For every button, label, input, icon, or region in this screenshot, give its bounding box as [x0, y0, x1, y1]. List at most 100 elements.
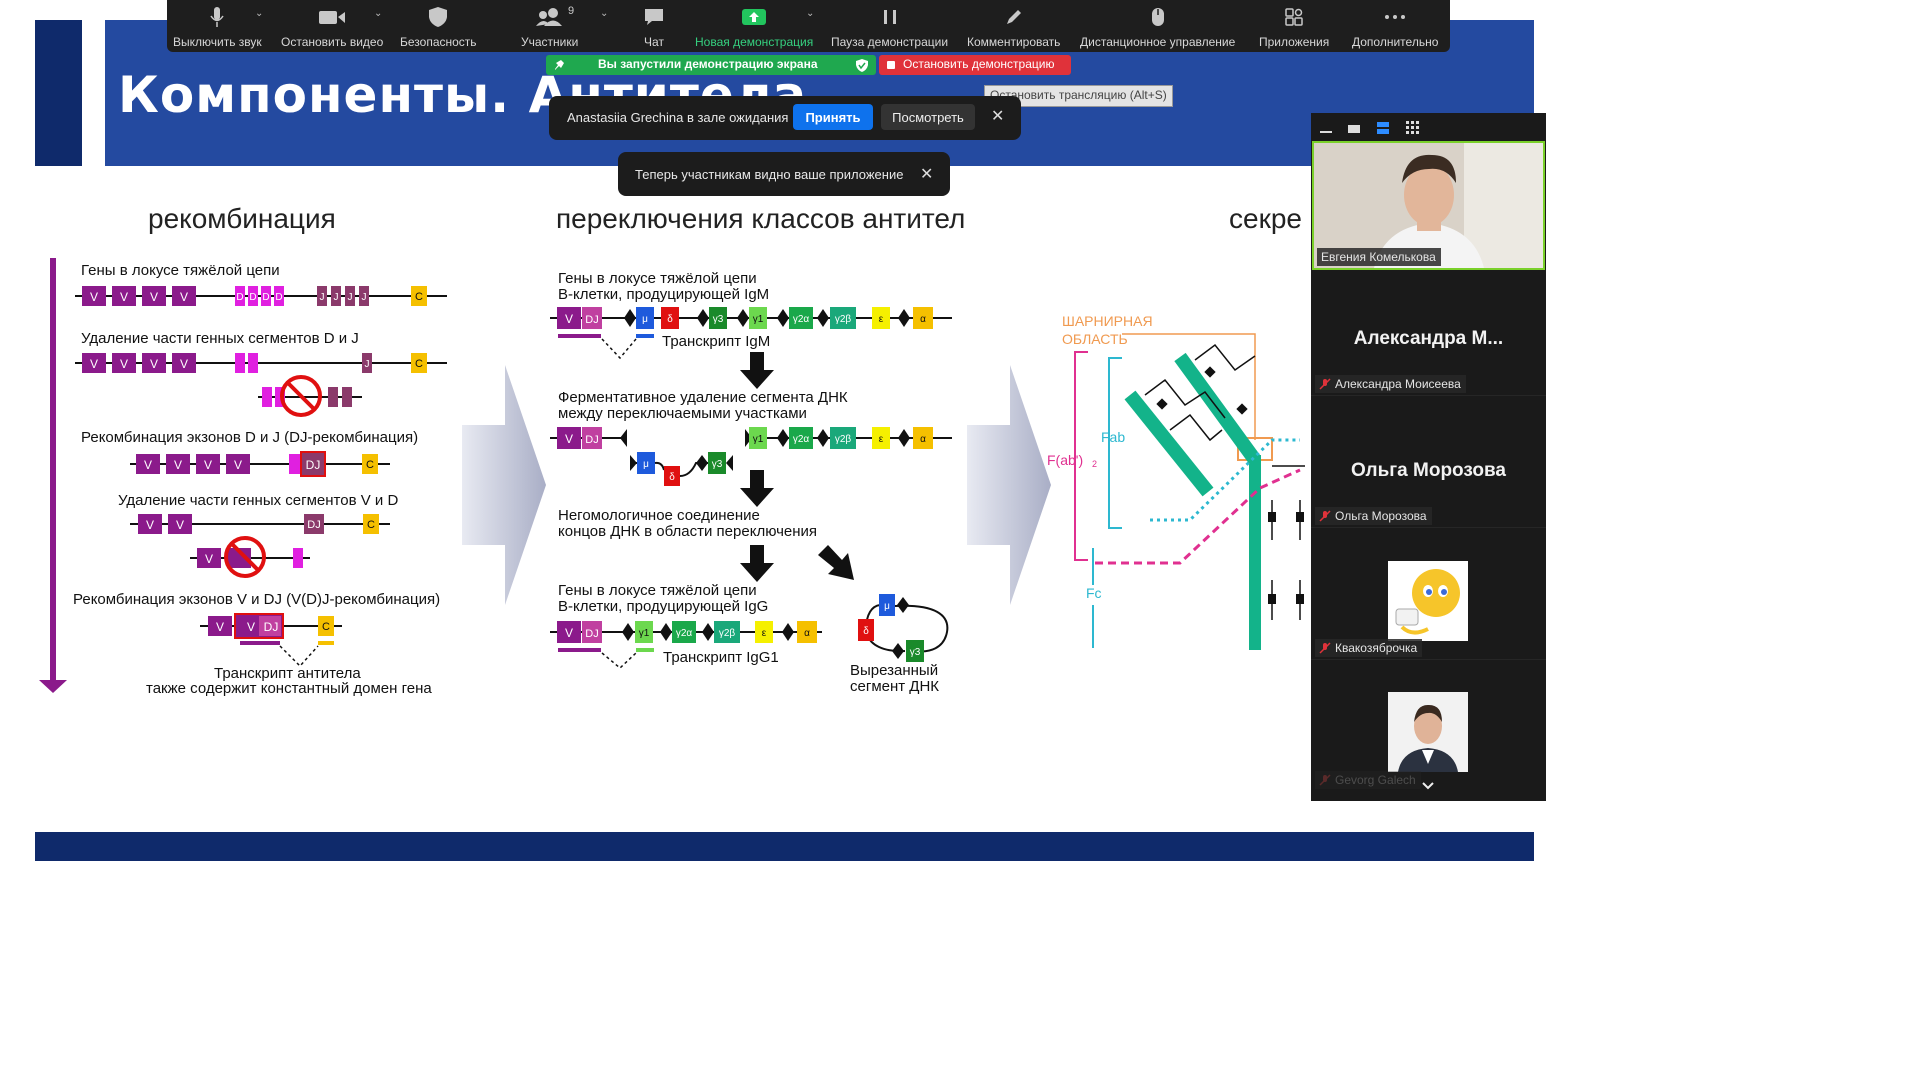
recomb-row4: V V DJ C V — [130, 514, 390, 578]
recomb-transcript-line1: Транскрипт антитела — [214, 665, 361, 682]
participants-button[interactable]: Участники — [521, 0, 578, 52]
participant-name-label: Ольга Морозова — [1315, 507, 1432, 525]
remote-control-button[interactable]: Дистанционное управление — [1080, 0, 1235, 52]
svg-text:DJ: DJ — [306, 458, 321, 472]
close-icon[interactable]: ✕ — [920, 166, 934, 183]
speaker-view-icon[interactable] — [1376, 121, 1390, 135]
admit-button[interactable]: Принять — [793, 104, 873, 130]
svg-text:γ3: γ3 — [713, 314, 724, 325]
video-camera-icon — [319, 11, 346, 24]
security-button[interactable]: Безопасность — [400, 0, 477, 52]
gallery-controls — [1311, 113, 1546, 141]
pause-icon — [883, 10, 896, 24]
svg-text:J: J — [334, 292, 339, 303]
excised-line2: сегмент ДНК — [850, 678, 939, 695]
video-options-caret[interactable]: ⌄ — [374, 8, 383, 19]
svg-text:V: V — [216, 620, 224, 634]
svg-text:V: V — [234, 458, 242, 472]
down-arrow-2 — [740, 470, 774, 507]
svg-text:δ: δ — [669, 472, 675, 483]
share-status-bar[interactable]: Вы запустили демонстрацию экрана — [546, 55, 876, 75]
stop-share-button[interactable]: Остановить демонстрацию — [879, 55, 1071, 75]
slide-left-bar — [35, 20, 82, 166]
column-title-switching: переключения классов антител — [556, 203, 966, 234]
pin-icon — [555, 60, 564, 70]
participant-tile[interactable]: Gevorg Galech — [1311, 664, 1546, 791]
participant-tile[interactable]: Квакозяброчка — [1311, 532, 1546, 660]
svg-text:γ1: γ1 — [639, 628, 650, 639]
svg-text:D: D — [262, 292, 269, 303]
svg-text:D: D — [275, 292, 282, 303]
fc-label: Fc — [1086, 585, 1102, 601]
stop-video-button[interactable]: Остановить видео — [281, 0, 383, 52]
view-waiting-room-button[interactable]: Посмотреть — [881, 104, 975, 130]
share-screen-icon — [742, 9, 767, 25]
recomb-step2-text: Удаление части генных сегментов D и J — [81, 330, 359, 347]
participant-tile[interactable]: Ольга Морозова Ольга Морозова — [1311, 400, 1546, 528]
svg-text:J: J — [348, 292, 353, 303]
participants-icon — [535, 8, 562, 26]
column-title-secretion: секре — [1229, 203, 1302, 234]
svg-text:V: V — [205, 552, 213, 566]
svg-text:γ1: γ1 — [753, 314, 764, 325]
stop-share-tooltip: Остановить трансляцию (Alt+S) — [984, 85, 1173, 107]
excised-dna-ring: μ δ γ3 — [858, 594, 949, 662]
svg-text:DJ: DJ — [264, 620, 279, 634]
hinge-line1: ШАРНИРНАЯ — [1062, 313, 1153, 329]
chevron-down-icon[interactable] — [1421, 781, 1435, 791]
slide-diagram: Гены в локусе тяжёлой цепи V V V V D D D… — [39, 258, 1305, 697]
diagonal-arrow — [818, 545, 854, 580]
stop-square-icon — [887, 61, 895, 69]
svg-text:α: α — [920, 314, 926, 325]
participants-options-caret[interactable]: ⌄ — [600, 8, 609, 19]
svg-text:μ: μ — [642, 314, 648, 325]
svg-text:DJ: DJ — [585, 628, 598, 640]
svg-text:C: C — [367, 519, 375, 531]
close-icon[interactable]: ✕ — [991, 108, 1005, 125]
minimize-icon[interactable] — [1319, 121, 1333, 135]
share-visible-notice: Теперь участникам видно ваше приложение … — [618, 152, 950, 196]
recomb-step1-text: Гены в локусе тяжёлой цепи — [81, 262, 280, 279]
participant-tile[interactable]: Александра М... Александра Моисеева — [1311, 268, 1546, 396]
svg-text:μ: μ — [643, 459, 649, 470]
svg-text:γ2β: γ2β — [835, 314, 852, 325]
participant-display-name: Ольга Морозова — [1350, 460, 1506, 481]
pause-share-button[interactable]: Пауза демонстрации — [831, 0, 948, 52]
video-gallery-panel: Евгения Комелькова Александра М... Алекс… — [1311, 113, 1546, 801]
svg-text:γ3: γ3 — [910, 647, 921, 658]
chevron-arrow-1 — [462, 365, 546, 605]
waiting-room-notification: Anastasiia Grechina в зале ожидания Прин… — [549, 96, 1021, 140]
chat-bubble-icon — [645, 9, 663, 25]
switch-step4-line2: В-клетки, продуцирующей IgG — [558, 598, 768, 615]
chat-button[interactable]: Чат — [643, 0, 665, 52]
gallery-grid-icon[interactable] — [1405, 120, 1420, 135]
apps-button[interactable]: Приложения — [1259, 0, 1329, 52]
recomb-step4-text: Удаление части генных сегментов V и D — [118, 492, 398, 509]
new-share-button[interactable]: Новая демонстрация — [695, 0, 813, 52]
pencil-icon — [1006, 10, 1021, 24]
annotate-button[interactable]: Комментировать — [967, 0, 1060, 52]
svg-text:α: α — [920, 434, 926, 445]
mute-button[interactable]: Выключить звук — [173, 0, 262, 52]
microphone-icon — [210, 7, 224, 27]
svg-text:V: V — [565, 626, 573, 640]
down-arrow-3 — [740, 545, 774, 582]
transcript-igg1: Транскрипт IgG1 — [663, 649, 779, 666]
mute-options-caret[interactable]: ⌄ — [255, 8, 264, 19]
meeting-toolbar: Выключить звук ⌄ Остановить видео ⌄ Безо… — [167, 0, 1450, 52]
hinge-line2: ОБЛАСТЬ — [1062, 331, 1128, 347]
more-button[interactable]: Дополнительно — [1352, 0, 1438, 52]
switch-step1-line2: В-клетки, продуцирующей IgM — [558, 286, 769, 303]
shield-icon — [429, 7, 448, 27]
timeline-arrow — [50, 258, 56, 682]
svg-text:ε: ε — [879, 314, 884, 325]
svg-text:V: V — [144, 458, 152, 472]
fab2-subscript: 2 — [1092, 459, 1097, 469]
svg-text:V: V — [150, 357, 158, 371]
single-tile-icon[interactable] — [1347, 121, 1361, 135]
svg-text:V: V — [90, 357, 98, 371]
share-options-caret[interactable]: ⌄ — [806, 8, 815, 19]
switch-step3-line2: концов ДНК в области переключения — [558, 523, 817, 540]
participant-name-label: Gevorg Galech — [1315, 771, 1421, 789]
participant-tile-active-speaker[interactable]: Евгения Комелькова — [1312, 141, 1545, 270]
